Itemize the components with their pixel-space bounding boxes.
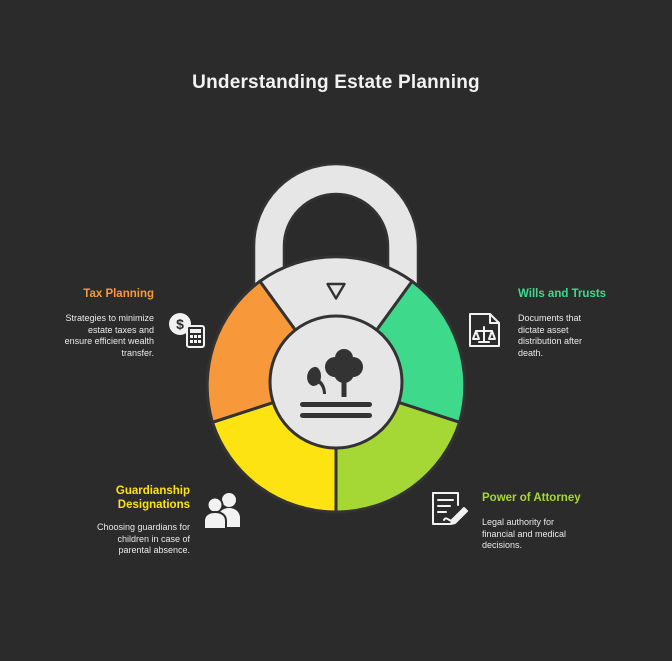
signed-document-icon: [432, 492, 468, 525]
two-people-icon: [203, 493, 240, 530]
money-calculator-icon: $: [169, 313, 205, 348]
svg-text:$: $: [176, 316, 184, 332]
wills-and-trusts-description: Documents that dictate asset distributio…: [518, 313, 583, 358]
padlock-shackle: [252, 162, 420, 292]
legal-document-scale-icon: [469, 313, 500, 347]
center-circle: [268, 314, 404, 450]
triangle-down-icon: [326, 282, 346, 300]
guardianship-description: Choosing guardians for children in case …: [96, 522, 190, 555]
power-of-attorney-label: Power of Attorney: [482, 492, 581, 504]
trees-on-ground-icon: [300, 349, 372, 418]
tax-planning-description: Strategies to minimize estate taxes and …: [64, 313, 154, 358]
tax-planning-label: Tax Planning: [83, 288, 154, 300]
wills-and-trusts-label: Wills and Trusts: [518, 288, 607, 300]
power-of-attorney-description: Legal authority for financial and medica…: [482, 517, 567, 550]
guardianship-label: Guardianship Designations: [115, 485, 190, 511]
page-title: Understanding Estate Planning: [192, 72, 480, 93]
